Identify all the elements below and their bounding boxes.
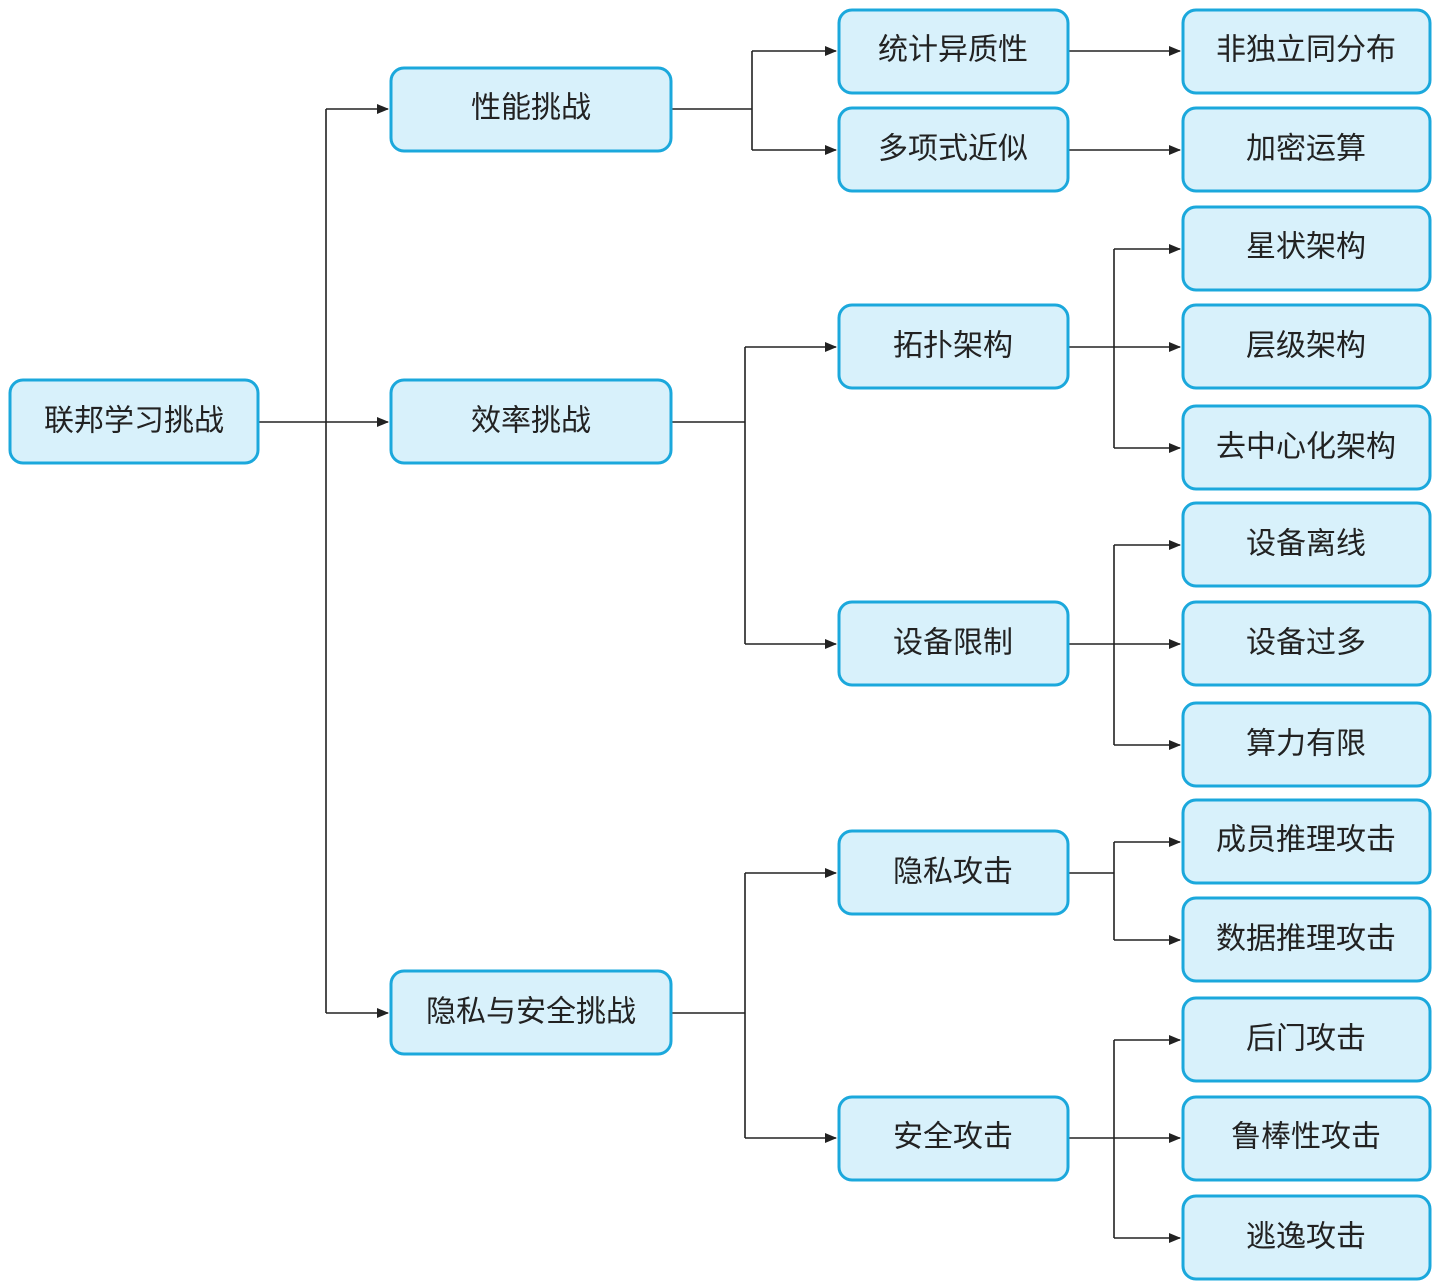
node-encrypted-computation-box	[1181, 106, 1432, 193]
node-offline: 设备离线	[1181, 501, 1432, 588]
node-efficiency: 效率挑战	[389, 378, 673, 465]
node-efficiency-box	[389, 378, 673, 465]
node-privacy-attacks-label: 隐私攻击	[893, 855, 1013, 890]
node-root-box	[8, 378, 260, 465]
node-decentralized: 去中心化架构	[1181, 404, 1432, 491]
node-membership-inference: 成员推理攻击	[1181, 798, 1432, 885]
node-decentralized-box	[1181, 404, 1432, 491]
node-device-limits-label: 设备限制	[893, 626, 1013, 661]
node-privacy-attacks: 隐私攻击	[837, 829, 1070, 916]
node-too-many: 设备过多	[1181, 600, 1432, 687]
node-backdoor: 后门攻击	[1181, 996, 1432, 1083]
node-topology-label: 拓扑架构	[893, 329, 1013, 364]
nodes: 联邦学习挑战 性能挑战 效率挑战 隐私与安全挑战 统计异质性 多项式近似 拓扑架…	[8, 8, 1432, 1281]
node-statistical-heterogeneity: 统计异质性	[837, 8, 1070, 95]
node-robustness-box	[1181, 1095, 1432, 1182]
node-device-limits-box	[837, 600, 1070, 687]
node-limited-compute: 算力有限	[1181, 701, 1432, 788]
node-evasion-box	[1181, 1194, 1432, 1281]
node-hierarchical: 层级架构	[1181, 303, 1432, 390]
node-non-iid-box	[1181, 8, 1432, 95]
node-privacy-security: 隐私与安全挑战	[389, 969, 673, 1056]
node-hierarchical-box	[1181, 303, 1432, 390]
node-hierarchical-label: 层级架构	[1246, 329, 1366, 364]
node-performance-label: 性能挑战	[471, 91, 591, 126]
node-evasion: 逃逸攻击	[1181, 1194, 1432, 1281]
node-polynomial-approximation-box	[837, 106, 1070, 193]
node-encrypted-computation: 加密运算	[1181, 106, 1432, 193]
node-polynomial-approximation: 多项式近似	[837, 106, 1070, 193]
node-robustness-label: 鲁棒性攻击	[1231, 1120, 1381, 1155]
node-performance: 性能挑战	[389, 66, 673, 153]
node-device-limits: 设备限制	[837, 600, 1070, 687]
node-too-many-label: 设备过多	[1246, 626, 1366, 661]
node-statistical-heterogeneity-box	[837, 8, 1070, 95]
node-root-label: 联邦学习挑战	[44, 404, 224, 439]
node-privacy-security-label: 隐私与安全挑战	[426, 995, 636, 1030]
node-evasion-label: 逃逸攻击	[1246, 1220, 1366, 1255]
node-limited-compute-label: 算力有限	[1246, 727, 1366, 762]
node-membership-inference-box	[1181, 798, 1432, 885]
node-security-attacks: 安全攻击	[837, 1095, 1070, 1182]
node-statistical-heterogeneity-label: 统计异质性	[878, 33, 1028, 68]
node-topology: 拓扑架构	[837, 303, 1070, 390]
node-performance-box	[389, 66, 673, 153]
node-decentralized-label: 去中心化架构	[1216, 430, 1396, 465]
node-data-inference: 数据推理攻击	[1181, 896, 1432, 983]
node-star-box	[1181, 205, 1432, 292]
node-membership-inference-label: 成员推理攻击	[1216, 823, 1396, 858]
node-root: 联邦学习挑战	[8, 378, 260, 465]
node-privacy-security-box	[389, 969, 673, 1056]
node-offline-label: 设备离线	[1246, 527, 1366, 562]
node-privacy-attacks-box	[837, 829, 1070, 916]
node-star: 星状架构	[1181, 205, 1432, 292]
node-encrypted-computation-label: 加密运算	[1246, 132, 1366, 167]
node-security-attacks-box	[837, 1095, 1070, 1182]
node-backdoor-label: 后门攻击	[1246, 1022, 1366, 1057]
node-backdoor-box	[1181, 996, 1432, 1083]
node-star-label: 星状架构	[1246, 230, 1366, 265]
node-efficiency-label: 效率挑战	[471, 404, 591, 439]
node-too-many-box	[1181, 600, 1432, 687]
connectors	[258, 46, 1181, 1243]
node-limited-compute-box	[1181, 701, 1432, 788]
node-topology-box	[837, 303, 1070, 390]
node-offline-box	[1181, 501, 1432, 588]
node-non-iid-label: 非独立同分布	[1216, 33, 1396, 68]
node-non-iid: 非独立同分布	[1181, 8, 1432, 95]
node-robustness: 鲁棒性攻击	[1181, 1095, 1432, 1182]
node-data-inference-label: 数据推理攻击	[1216, 922, 1396, 957]
node-security-attacks-label: 安全攻击	[893, 1120, 1013, 1155]
node-data-inference-box	[1181, 896, 1432, 983]
node-polynomial-approximation-label: 多项式近似	[878, 132, 1028, 167]
